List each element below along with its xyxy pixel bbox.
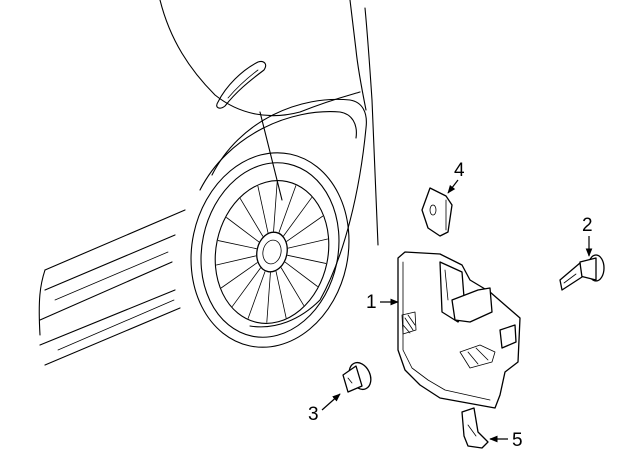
wheel-spoke <box>231 267 261 307</box>
mud-flap-part <box>397 251 521 409</box>
wheel-spoke <box>284 261 318 287</box>
wheel-spoke <box>266 272 271 323</box>
wheel-spoke <box>239 198 264 237</box>
vehicle-body <box>38 0 379 366</box>
nut-retainer-part <box>461 407 489 449</box>
callout-label: 3 <box>308 404 319 425</box>
wheel-spoke <box>247 271 266 319</box>
push-pin-part <box>342 361 372 393</box>
wheel-spoke <box>273 181 278 232</box>
u-nut-part <box>421 187 453 237</box>
wheel-spoke <box>286 215 324 242</box>
callout-label: 2 <box>582 215 593 236</box>
wheel-spoke <box>215 255 257 266</box>
callout-label: 5 <box>512 430 523 451</box>
wheel-spoke <box>280 267 305 306</box>
callout-1: 1 <box>366 292 399 313</box>
callout-label: 1 <box>366 292 377 313</box>
wheel <box>190 152 350 348</box>
wheel-spoke <box>287 238 329 249</box>
wheel-spoke <box>217 240 257 250</box>
wheel-spoke <box>275 271 287 319</box>
wheel-spoke <box>220 262 258 289</box>
callout-3: 3 <box>308 393 341 425</box>
wheel-spoke <box>283 197 313 237</box>
callout-4: 4 <box>447 160 465 194</box>
wheel-spoke <box>257 185 269 233</box>
screw-part <box>559 254 605 291</box>
callout-2: 2 <box>582 215 593 257</box>
wheel-spoke <box>287 254 327 264</box>
wheel-spoke <box>226 217 260 243</box>
wheel-spoke <box>278 185 297 233</box>
callout-5: 5 <box>489 430 523 451</box>
callout-label: 4 <box>454 160 465 181</box>
